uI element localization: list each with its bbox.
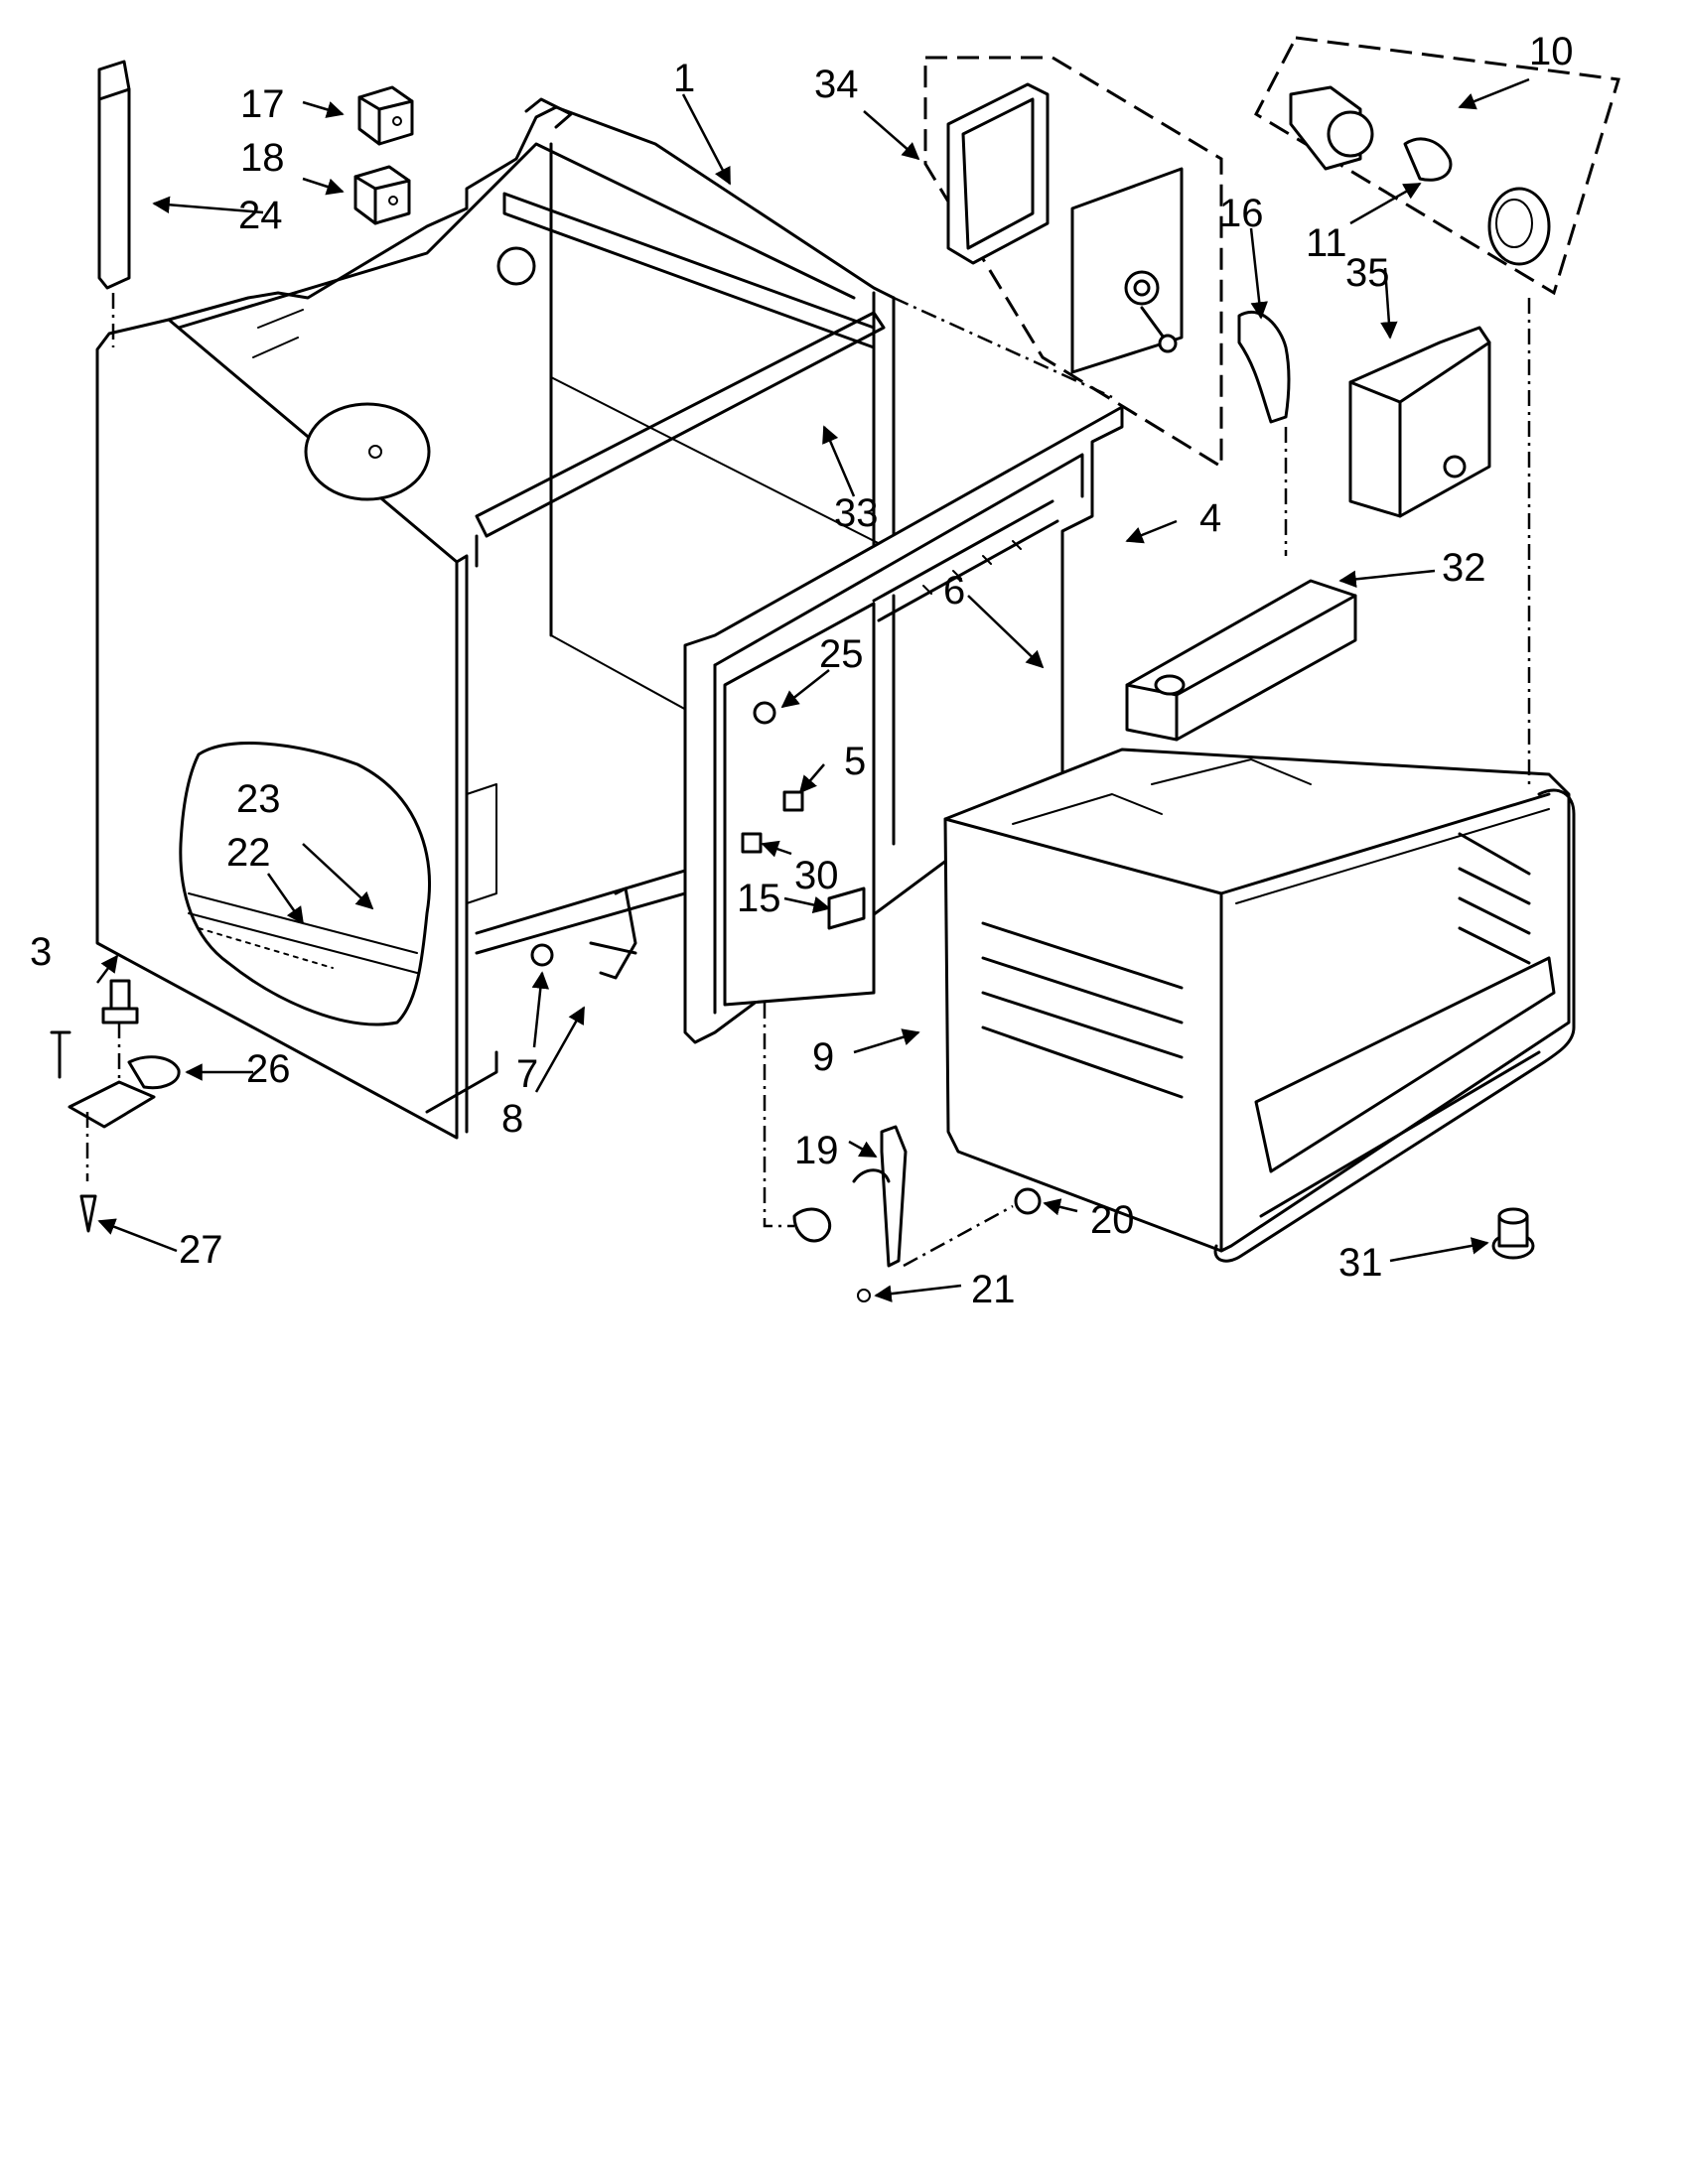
part-16-hose [1237,310,1291,424]
part-17-block [357,85,414,146]
part-34-assembly [923,56,1223,470]
callout-35: 35 [1345,251,1390,295]
callout-31: 31 [1338,1241,1383,1285]
burner-box [1125,579,1357,742]
callout-4: 4 [1199,496,1221,540]
callout-23: 23 [236,777,281,821]
oven-front-frame [530,405,1124,1044]
callout-34: 34 [814,63,859,106]
callout-24: 24 [238,194,283,237]
callout-32: 32 [1442,546,1486,590]
callout-9: 9 [812,1035,834,1079]
oven-bottom-parts [763,1003,1042,1302]
callout-3: 3 [30,930,52,974]
part-18-block [353,165,411,225]
callout-21: 21 [971,1268,1016,1311]
part-24-rod [97,60,131,347]
part-10-assembly [1254,36,1620,296]
callout-5: 5 [844,740,866,783]
callout-30: 30 [794,854,839,897]
callout-labels: 1 3 4 5 6 7 8 9 10 11 15 16 17 18 19 20 … [30,30,1574,1311]
callout-26: 26 [246,1047,291,1091]
callout-19: 19 [794,1129,839,1172]
callout-33: 33 [834,491,879,535]
callout-7: 7 [516,1052,538,1096]
callout-10: 10 [1529,30,1574,73]
part-35-shield [1348,326,1491,518]
callout-8: 8 [501,1097,523,1141]
callout-6: 6 [943,569,965,613]
callout-15: 15 [737,877,781,920]
callout-27: 27 [179,1228,223,1272]
leader-lines [95,77,1530,1302]
callout-1: 1 [673,57,695,100]
part-31-foot [1491,1207,1535,1260]
oven-liner [943,748,1576,1263]
callout-16: 16 [1219,192,1264,235]
callout-20: 20 [1090,1198,1135,1242]
callout-25: 25 [819,632,864,676]
callout-18: 18 [240,136,285,180]
callout-17: 17 [240,82,285,126]
callout-11: 11 [1306,221,1347,265]
assembly-lines [893,296,1531,784]
callout-22: 22 [226,831,271,875]
leveling-foot-parts [50,979,181,1233]
